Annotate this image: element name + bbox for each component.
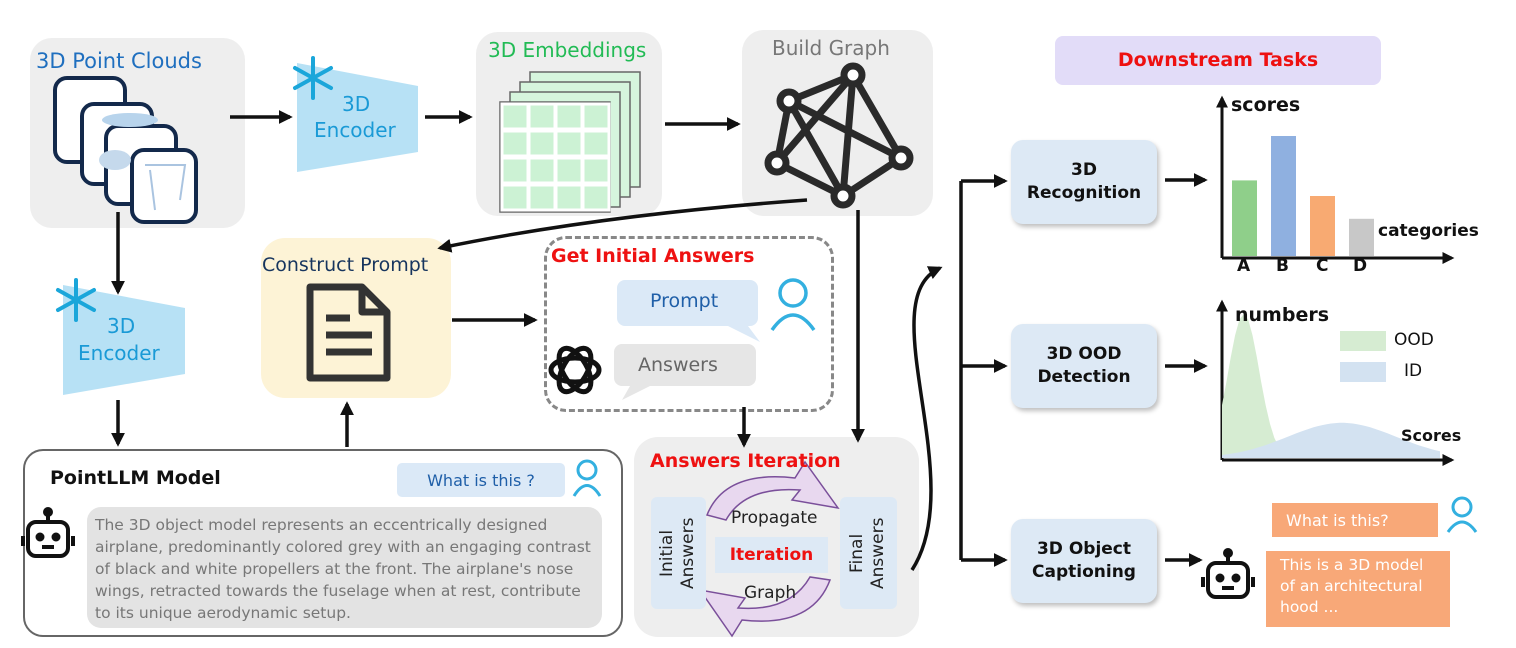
captioning-line2: Captioning <box>1032 562 1136 582</box>
final-answers-vertical-label: Final Answers <box>846 517 888 589</box>
robot-icon-caption <box>1201 548 1255 599</box>
captioning-box: 3D Object Captioning <box>1011 519 1157 603</box>
caption-answer-line1: This is a 3D model <box>1280 556 1424 574</box>
propagate-label: Propagate <box>731 508 818 528</box>
ood-box: 3D OOD Detection <box>1011 324 1157 408</box>
bar-b <box>1271 136 1296 256</box>
answers-bubble <box>614 344 756 400</box>
encoder-left-line1: 3D <box>107 314 136 338</box>
robot-icon-pointllm <box>21 507 75 558</box>
user-icon-caption <box>1446 496 1478 533</box>
construct-prompt-panel <box>261 238 451 398</box>
pointllm-response: The 3D object model represents an eccent… <box>95 516 591 622</box>
caption-question-box: What is this? <box>1272 503 1438 537</box>
encoder-shape-top <box>297 63 418 172</box>
initial-answers-panel <box>544 236 834 412</box>
captioning-line1: 3D Object <box>1036 539 1132 559</box>
point-cloud-cards <box>53 76 198 224</box>
area-id <box>1222 422 1440 458</box>
prompt-label: Prompt <box>650 290 719 312</box>
pointllm-response-box: The 3D object model represents an eccent… <box>87 507 602 628</box>
openai-logo-icon <box>548 345 602 395</box>
bar-tick-b: B <box>1276 256 1289 276</box>
downstream-title: Downstream Tasks <box>1117 49 1319 71</box>
iteration-title: Answers Iteration <box>650 450 841 472</box>
ood-line1: 3D OOD <box>1046 344 1122 364</box>
encoder-top-line2: Encoder <box>314 118 396 142</box>
legend-ood-label: OOD <box>1394 330 1434 350</box>
bar-a <box>1232 180 1257 256</box>
pointllm-question: What is this ? <box>427 470 535 490</box>
area-chart-xlabel: Scores <box>1401 426 1462 445</box>
legend-id-label: ID <box>1404 361 1423 381</box>
bar-chart-ylabel: scores <box>1231 94 1301 116</box>
user-icon-pointllm <box>572 459 602 497</box>
user-icon-prompt <box>770 278 816 332</box>
caption-answer-box: This is a 3D model of an architectural h… <box>1266 551 1450 627</box>
area-ood <box>1222 314 1440 458</box>
bar-tick-a: A <box>1237 256 1251 276</box>
initial-answers-title: Get Initial Answers <box>551 245 755 267</box>
prompt-bubble <box>617 280 760 342</box>
snowflake-icon-top <box>293 56 333 100</box>
legend-id-swatch <box>1340 362 1386 382</box>
answers-label: Answers <box>638 354 718 376</box>
construct-prompt-label: Construct Prompt <box>262 254 429 276</box>
ood-line2: Detection <box>1037 367 1131 387</box>
bar-chart-xlabel: categories <box>1378 221 1479 241</box>
recognition-line2: Recognition <box>1026 183 1142 203</box>
pointllm-title: PointLLM Model <box>50 467 221 489</box>
snowflake-icon-left <box>56 278 96 322</box>
build-graph-label: Build Graph <box>772 36 890 60</box>
graph-label: Graph <box>744 583 797 603</box>
bar-chart <box>1216 95 1455 264</box>
caption-question: What is this? <box>1286 510 1389 530</box>
flow-arrows <box>111 110 1208 571</box>
initial-answers-box: Initial Answers <box>651 497 706 609</box>
area-chart-ylabel: numbers <box>1235 304 1330 326</box>
embeddings-label: 3D Embeddings <box>488 38 647 62</box>
graph-icon <box>764 62 914 209</box>
iteration-center-box: Iteration <box>715 537 828 573</box>
pointllm-question-box: What is this ? <box>397 463 565 497</box>
encoder-left-line2: Encoder <box>78 341 160 365</box>
encoder-shape-left <box>63 285 185 395</box>
caption-answer-line2: of an architectural <box>1280 577 1423 595</box>
document-icon <box>306 283 391 382</box>
area-chart <box>1216 299 1455 466</box>
bar-tick-c: C <box>1316 256 1329 276</box>
bar-tick-d: D <box>1353 256 1368 276</box>
encoder-top-line1: 3D <box>342 92 371 116</box>
iteration-arrow-top <box>705 460 840 521</box>
bar-c <box>1310 196 1335 256</box>
iteration-label: Iteration <box>729 545 814 565</box>
final-answers-box: Final Answers <box>840 497 897 609</box>
point-clouds-label: 3D Point Clouds <box>36 49 202 73</box>
embedding-grids <box>499 71 641 213</box>
downstream-title-box <box>1055 36 1381 85</box>
recognition-line1: 3D <box>1071 160 1097 180</box>
recognition-box: 3D Recognition <box>1011 140 1157 224</box>
initial-answers-vertical-label: Initial Answers <box>656 517 698 589</box>
caption-answer-line3: hood ... <box>1280 598 1339 616</box>
legend-ood-swatch <box>1340 331 1386 351</box>
bar-d <box>1349 218 1374 256</box>
